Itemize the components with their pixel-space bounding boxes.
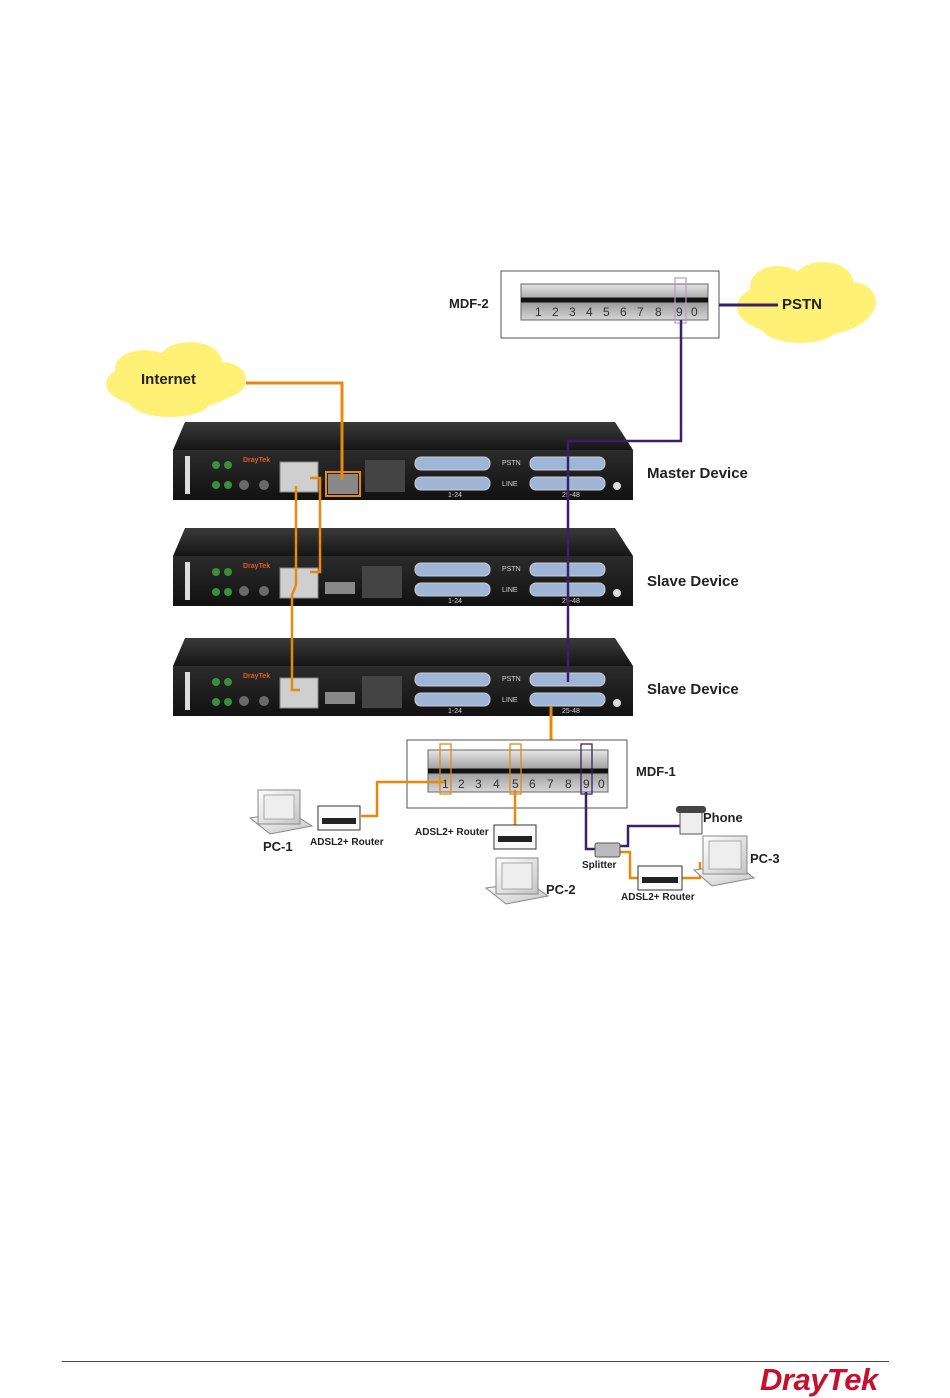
svg-text:1: 1 xyxy=(442,777,449,791)
svg-text:6: 6 xyxy=(529,777,536,791)
svg-text:25-48: 25-48 xyxy=(562,708,580,715)
mdf1-panel xyxy=(407,740,627,808)
pc1-computer-icon xyxy=(250,790,312,834)
router3-label: ADSL2+ Router xyxy=(621,892,695,903)
svg-text:1-24: 1-24 xyxy=(448,598,462,605)
pstn-label: PSTN xyxy=(782,296,822,313)
svg-text:1: 1 xyxy=(535,305,542,319)
svg-text:0: 0 xyxy=(691,305,698,319)
master-device-label: Master Device xyxy=(647,465,748,482)
svg-text:9: 9 xyxy=(583,777,590,791)
svg-text:LINE: LINE xyxy=(502,481,518,488)
svg-text:7: 7 xyxy=(547,777,554,791)
slave-device-2: DrayTek PSTN LINE 1-24 25-48 xyxy=(173,638,633,716)
svg-text:PSTN: PSTN xyxy=(502,460,521,467)
svg-text:5: 5 xyxy=(512,777,519,791)
svg-text:8: 8 xyxy=(565,777,572,791)
svg-text:PSTN: PSTN xyxy=(502,676,521,683)
svg-text:4: 4 xyxy=(586,305,593,319)
phone-line xyxy=(620,826,680,846)
splitter-icon xyxy=(595,843,620,857)
svg-text:1-24: 1-24 xyxy=(448,492,462,499)
svg-text:9: 9 xyxy=(676,305,683,319)
pc3-computer-icon xyxy=(694,836,754,886)
slave-device-2-label: Slave Device xyxy=(647,681,739,698)
router1-label: ADSL2+ Router xyxy=(310,837,384,848)
internet-label: Internet xyxy=(141,371,196,388)
svg-text:7: 7 xyxy=(637,305,644,319)
draytek-logo: DrayTek xyxy=(760,1362,878,1398)
phone-icon xyxy=(676,806,706,834)
router2-label: ADSL2+ Router xyxy=(415,827,489,838)
router2-icon xyxy=(494,825,536,849)
svg-text:4: 4 xyxy=(493,777,500,791)
router1-icon xyxy=(318,806,360,830)
svg-text:DrayTek: DrayTek xyxy=(243,563,270,570)
svg-text:8: 8 xyxy=(655,305,662,319)
svg-text:LINE: LINE xyxy=(502,697,518,704)
pc1-label: PC-1 xyxy=(263,839,293,854)
svg-text:6: 6 xyxy=(620,305,627,319)
mdf2-label: MDF-2 xyxy=(449,296,489,311)
svg-text:3: 3 xyxy=(569,305,576,319)
svg-text:25-48: 25-48 xyxy=(562,492,580,499)
svg-text:DrayTek: DrayTek xyxy=(243,457,270,464)
router3-cable xyxy=(620,852,638,878)
slave-device-1: DrayTek PSTN LINE 1-24 25-48 xyxy=(173,528,633,606)
svg-text:2: 2 xyxy=(458,777,465,791)
pstn-trunk-line xyxy=(568,320,681,682)
svg-text:25-48: 25-48 xyxy=(562,598,580,605)
svg-text:1-24: 1-24 xyxy=(448,708,462,715)
router3-icon xyxy=(638,866,682,890)
svg-text:PSTN: PSTN xyxy=(502,566,521,573)
pc2-label: PC-2 xyxy=(546,882,576,897)
svg-text:DrayTek: DrayTek xyxy=(243,673,270,680)
svg-text:2: 2 xyxy=(552,305,559,319)
mdf1-label: MDF-1 xyxy=(636,764,676,779)
pc3-label: PC-3 xyxy=(750,851,780,866)
svg-text:LINE: LINE xyxy=(502,587,518,594)
phone-label: Phone xyxy=(703,810,743,825)
slave-device-1-label: Slave Device xyxy=(647,573,739,590)
svg-text:5: 5 xyxy=(603,305,610,319)
master-device: DrayTek PSTN LINE 1-24 25-48 xyxy=(173,422,633,500)
mdf2-panel xyxy=(501,271,719,338)
splitter-label: Splitter xyxy=(582,860,617,871)
svg-text:3: 3 xyxy=(475,777,482,791)
pc2-computer-icon xyxy=(486,858,548,904)
svg-text:0: 0 xyxy=(598,777,605,791)
